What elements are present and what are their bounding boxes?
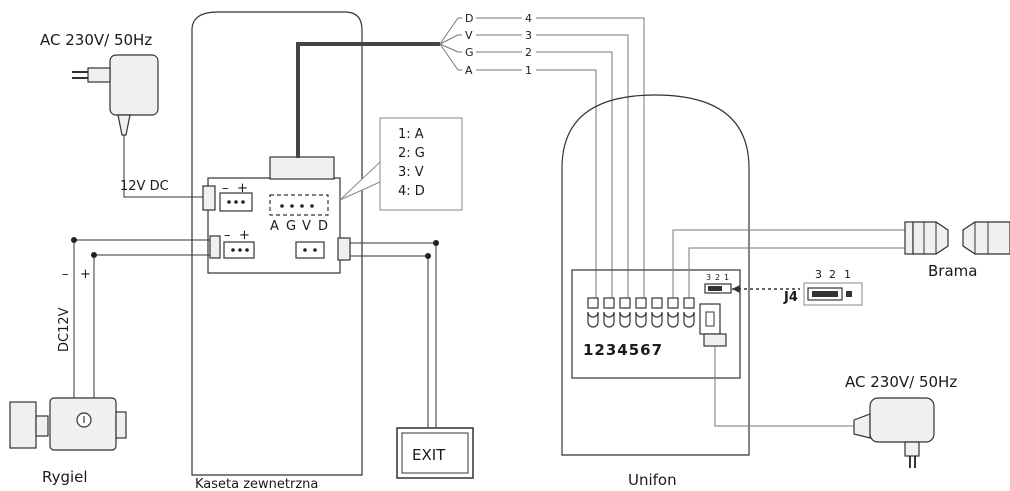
lock-label: Rygiel <box>42 468 88 486</box>
wire-number-4: 4 <box>525 12 532 25</box>
jumper-pin-1: 1 <box>844 268 851 281</box>
lock-plus-label: + <box>80 267 91 282</box>
cable-connector <box>269 156 335 180</box>
exit-socket <box>295 241 325 259</box>
indoor-pcb <box>571 269 741 379</box>
wire-number-3: 3 <box>525 29 532 42</box>
agvd-connector <box>269 194 329 216</box>
pin-legend-box <box>379 117 463 211</box>
wire-letter-d: D <box>465 12 473 25</box>
pin-legend-2: 2: G <box>398 146 425 161</box>
indoor-unit-label: Unifon <box>628 471 677 489</box>
gate-wires <box>672 229 905 298</box>
pin-label-v: V <box>302 219 311 234</box>
exit-wires <box>350 242 437 428</box>
jumper-label: J4 <box>783 290 798 305</box>
outdoor-unit-body <box>191 11 363 476</box>
lock-icon <box>9 397 127 451</box>
dc-input-minus: – <box>222 181 229 196</box>
lock-minus-label: – <box>62 267 69 282</box>
pin-label-d: D <box>318 219 328 234</box>
jumper-pin-2: 2 <box>829 268 836 281</box>
right-psu-label: AC 230V/ 50Hz <box>845 373 957 391</box>
pin-label-a: A <box>270 219 279 234</box>
lock-wires <box>73 239 210 398</box>
gate-label: Brama <box>928 262 977 280</box>
outdoor-unit-label: Kaseta zewnetrzna <box>195 477 318 491</box>
wire-number-2: 2 <box>525 46 532 59</box>
indoor-power-socket <box>699 303 721 335</box>
wire-letter-g: G <box>465 46 474 59</box>
right-power-adapter-icon <box>853 397 935 468</box>
dc-wire <box>123 135 205 198</box>
exit-button[interactable] <box>396 427 474 479</box>
pin-label-g: G <box>286 219 296 234</box>
left-power-adapter-icon <box>72 54 159 136</box>
small-jumper-pin-3: 3 <box>706 273 711 282</box>
lock-supply-label: DC12V <box>57 307 72 352</box>
small-jumper <box>704 283 732 294</box>
small-jumper-pin-2: 2 <box>715 273 720 282</box>
small-jumper-pin-1: 1 <box>724 273 729 282</box>
exit-button-label: EXIT <box>412 446 446 464</box>
wire-letter-v: V <box>465 29 473 42</box>
terminal-block <box>587 297 695 328</box>
exit-plug-icon <box>337 237 351 261</box>
indoor-unit-body <box>561 94 750 456</box>
lock-output-socket <box>223 241 255 259</box>
gate-icon <box>904 221 1010 255</box>
wire-letter-a: A <box>465 64 473 77</box>
lock-output-minus: – <box>224 228 231 243</box>
pin-legend-3: 3: V <box>398 165 424 180</box>
dc-input-socket <box>219 192 253 212</box>
jumper-pin-3: 3 <box>815 268 822 281</box>
pin-legend-4: 4: D <box>398 184 425 199</box>
left-psu-label: AC 230V/ 50Hz <box>40 31 152 49</box>
main-cable <box>296 42 300 158</box>
dc-input-plug-icon <box>202 185 216 211</box>
wire-number-1: 1 <box>525 64 532 77</box>
pin-legend-1: 1: A <box>398 127 424 142</box>
dc-label: 12V DC <box>120 179 169 194</box>
lock-output-plus: + <box>239 228 250 243</box>
lock-output-plug-icon <box>209 235 221 259</box>
terminal-numbers: 1234567 <box>583 341 663 359</box>
four-wire-bus <box>439 17 645 298</box>
dc-input-plus: + <box>237 181 248 196</box>
